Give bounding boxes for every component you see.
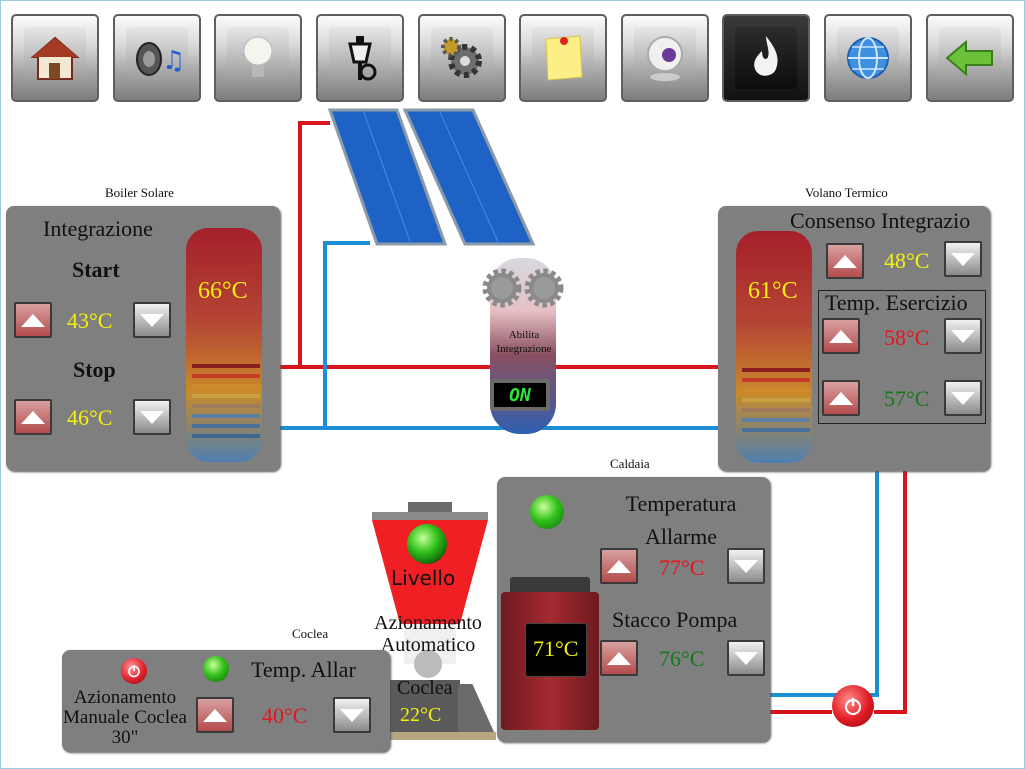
- globe-icon: [847, 37, 889, 79]
- back-arrow-icon: [945, 39, 993, 77]
- settings-button[interactable]: [418, 14, 506, 102]
- consenso-label: Consenso Integrazio: [790, 208, 971, 233]
- caldaia-boiler-top: [510, 577, 590, 595]
- esercizio-max-decrease-button[interactable]: [944, 318, 982, 354]
- coclea-temp-value: 40°C: [262, 703, 308, 728]
- coclea-base: [376, 732, 496, 740]
- solar-boiler-coil: [192, 364, 260, 438]
- abilita-integrazione-label: Abilita Integrazione: [496, 329, 552, 355]
- heating-button[interactable]: [722, 14, 810, 102]
- esercizio-min-value: 57°C: [884, 386, 930, 411]
- flame-icon: [754, 36, 778, 76]
- cold-pipe-solar: [262, 241, 370, 430]
- esercizio-group: [818, 290, 986, 424]
- back-button[interactable]: [926, 14, 1014, 102]
- stop-decrease-button[interactable]: [133, 399, 171, 435]
- svg-text:♫: ♫: [162, 46, 182, 76]
- allarme-value: 77°C: [659, 555, 705, 580]
- coclea-manual-power-button[interactable]: [121, 658, 147, 684]
- integration-toggle[interactable]: ON: [490, 379, 550, 411]
- audio-button[interactable]: ♫: [113, 14, 201, 102]
- solar-boiler-tank: [186, 228, 262, 462]
- stop-label: Stop: [73, 357, 116, 382]
- caldaia-display: [525, 623, 587, 677]
- start-increase-button[interactable]: [14, 302, 52, 338]
- stacco-decrease-button[interactable]: [727, 640, 765, 676]
- esercizio-label: Temp. Esercizio: [825, 290, 968, 315]
- esercizio-max-increase-button[interactable]: [822, 318, 860, 354]
- start-label: Start: [72, 257, 120, 282]
- esercizio-min-increase-button[interactable]: [822, 380, 860, 416]
- stacco-pompa-label: Stacco Pompa: [612, 607, 738, 632]
- power-icon: [845, 698, 861, 715]
- webcam-button[interactable]: [621, 14, 709, 102]
- azionamento-automatico-label: Azionamento Automatico: [374, 612, 482, 656]
- coclea-status-led: [203, 656, 229, 682]
- coclea-hopper-label: Coclea: [397, 677, 453, 699]
- coclea-housing: [390, 680, 460, 732]
- caldaia-status-led: [530, 495, 564, 529]
- lantern-icon: [348, 36, 377, 81]
- consenso-decrease-button[interactable]: [944, 241, 982, 277]
- home-button[interactable]: [11, 14, 99, 102]
- volano-termico-label: Volano Termico: [805, 185, 888, 200]
- volano-coil: [742, 368, 810, 432]
- volano-temp: 61°C: [748, 278, 798, 304]
- coclea-temp-allarme-label: Temp. Allar: [251, 657, 356, 682]
- lighting-button[interactable]: [214, 14, 302, 102]
- livello-label: Livello: [391, 566, 456, 590]
- solar-panels: [327, 108, 536, 246]
- audio-icon: ♫: [136, 42, 182, 76]
- integrazione-title: Integrazione: [43, 216, 153, 241]
- power-icon: [128, 665, 140, 678]
- outdoor-light-button[interactable]: [316, 14, 404, 102]
- esercizio-max-value: 58°C: [884, 325, 930, 350]
- temperatura-allarme-label: Temperatura Allarme: [625, 491, 737, 549]
- boiler-solare-label: Boiler Solare: [105, 185, 174, 200]
- caldaia-temp: 71°C: [533, 636, 579, 661]
- circulation-pump-button[interactable]: [832, 685, 874, 727]
- solar-boiler-temp: 66°C: [198, 278, 248, 304]
- stop-value: 46°C: [67, 405, 113, 430]
- network-button[interactable]: [824, 14, 912, 102]
- gear-icon: [441, 37, 482, 78]
- notes-button[interactable]: [519, 14, 607, 102]
- allarme-increase-button[interactable]: [600, 548, 638, 584]
- azionamento-manuale-label: Azionamento Manuale Coclea 30": [63, 687, 187, 748]
- consenso-increase-button[interactable]: [826, 243, 864, 279]
- consenso-value: 48°C: [884, 248, 930, 273]
- esercizio-min-decrease-button[interactable]: [944, 380, 982, 416]
- home-icon: [30, 36, 80, 80]
- coclea-temp-decrease-button[interactable]: [333, 697, 371, 733]
- stop-increase-button[interactable]: [14, 399, 52, 435]
- allarme-decrease-button[interactable]: [727, 548, 765, 584]
- integration-state: ON: [509, 384, 531, 406]
- stacco-increase-button[interactable]: [600, 640, 638, 676]
- lightbulb-icon: [243, 36, 273, 77]
- pellet-hopper: [372, 502, 488, 678]
- start-value: 43°C: [67, 308, 113, 333]
- stacco-value: 76°C: [659, 646, 705, 671]
- coclea-temp: 22°C: [400, 704, 442, 726]
- coclea-temp-increase-button[interactable]: [196, 697, 234, 733]
- note-icon: [545, 35, 583, 81]
- integration-gears-icon: [482, 268, 564, 308]
- webcam-icon: [647, 36, 683, 81]
- volano-tank: [736, 231, 812, 463]
- hot-pipe-solar-top: [262, 121, 330, 369]
- coclea-panel-label: Coclea: [292, 626, 329, 641]
- caldaia-label: Caldaia: [610, 456, 650, 471]
- livello-led: [407, 524, 447, 564]
- start-decrease-button[interactable]: [133, 302, 171, 338]
